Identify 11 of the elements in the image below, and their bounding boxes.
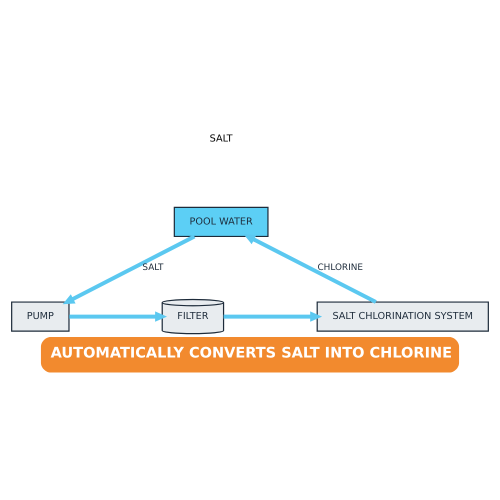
- caption: AUTOMATICALLY CONVERTS SALT INTO CHLORINE: [50, 346, 452, 362]
- node-box: SALT CHLORINATION SYSTEM: [316, 301, 489, 332]
- arrow: [243, 234, 377, 304]
- arrow: [69, 311, 167, 322]
- edge-label: CHLORINE: [317, 263, 363, 274]
- node-box: POOL WATER: [174, 206, 269, 238]
- arrow: [62, 234, 196, 304]
- edge-label: SALT: [142, 263, 164, 274]
- node-box: PUMP: [11, 301, 70, 332]
- label: SALT: [210, 133, 233, 144]
- arrow: [224, 311, 322, 322]
